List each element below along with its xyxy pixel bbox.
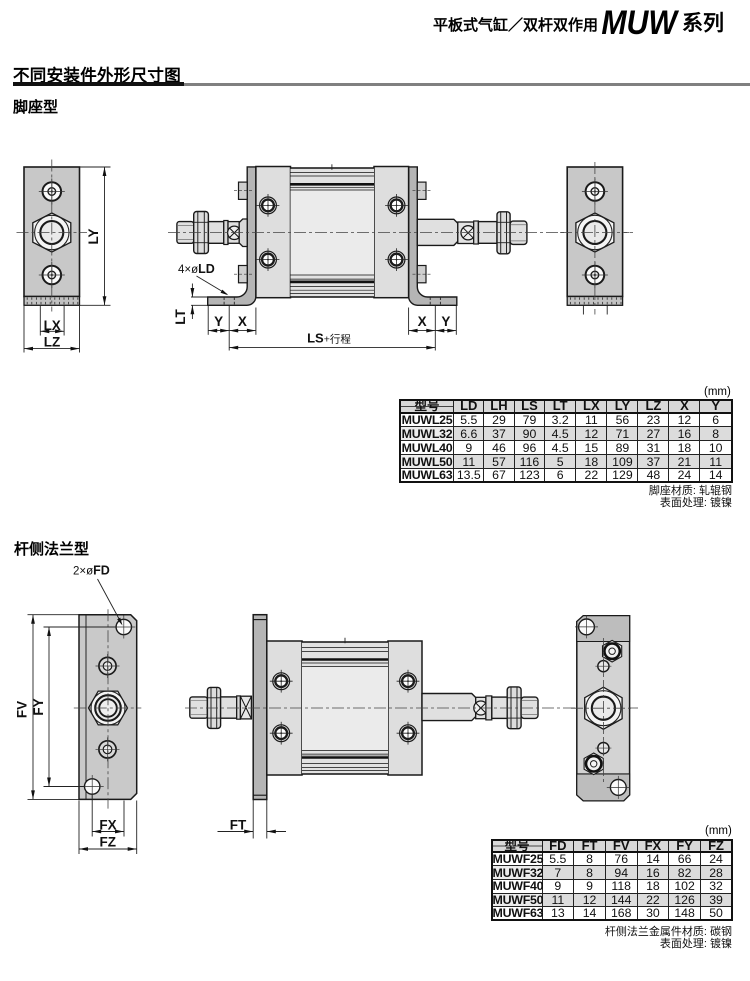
svg-text:LS+行程: LS+行程 bbox=[307, 331, 351, 346]
svg-text:X: X bbox=[238, 314, 247, 329]
svg-text:FX: FX bbox=[99, 817, 116, 832]
svg-text:Y: Y bbox=[214, 314, 223, 329]
svg-text:FT: FT bbox=[230, 817, 247, 832]
svg-text:FV: FV bbox=[15, 701, 30, 718]
svg-text:Y: Y bbox=[441, 314, 450, 329]
svg-text:LT: LT bbox=[173, 309, 188, 325]
svg-text:FZ: FZ bbox=[100, 834, 117, 849]
svg-text:2×øFD: 2×øFD bbox=[73, 564, 110, 578]
svg-text:LY: LY bbox=[86, 228, 101, 244]
svg-text:LX: LX bbox=[44, 318, 61, 333]
svg-text:4×øLD: 4×øLD bbox=[178, 262, 215, 276]
svg-text:X: X bbox=[418, 314, 427, 329]
svg-text:LZ: LZ bbox=[44, 335, 61, 350]
svg-text:FY: FY bbox=[31, 698, 46, 715]
